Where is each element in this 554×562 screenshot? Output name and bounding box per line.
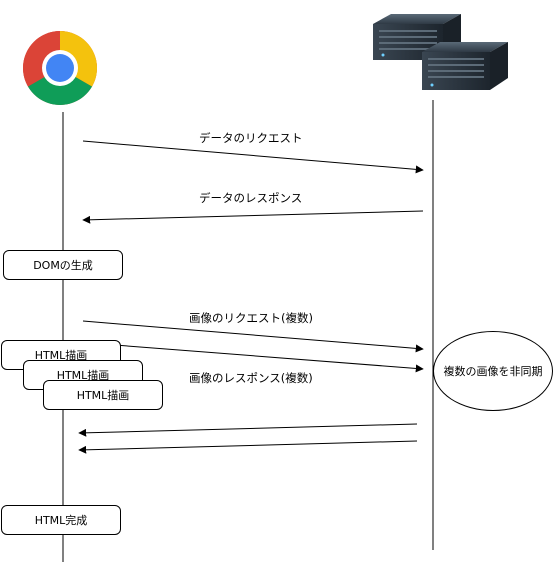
image-request-arrow-2 (62, 340, 424, 373)
data-request-label: データのリクエスト (199, 131, 303, 145)
html-complete-box: HTML完成 (1, 505, 121, 535)
async-images-label: 複数の画像を非同期 (443, 365, 543, 378)
async-images-ellipse: 複数の画像を非同期 (433, 331, 553, 411)
image-request-arrow-1 (82, 320, 424, 353)
html-render-label-3: HTML描画 (76, 389, 130, 402)
html-render-box-3: HTML描画 (43, 380, 163, 410)
data-response-label: データのレスポンス (199, 191, 303, 205)
data-response-arrow (82, 210, 424, 224)
html-render-label-1: HTML描画 (34, 349, 88, 362)
image-response-label: 画像のレスポンス(複数) (189, 371, 313, 385)
server-rack-icon (373, 14, 508, 90)
html-render-label-2: HTML描画 (56, 369, 110, 382)
image-response-arrow-2 (78, 440, 418, 454)
dom-generation-box: DOMの生成 (3, 250, 123, 280)
data-request-arrow (82, 140, 424, 174)
dom-generation-label: DOMの生成 (33, 259, 93, 272)
image-request-label: 画像のリクエスト(複数) (189, 311, 313, 325)
html-complete-label: HTML完成 (34, 514, 88, 527)
chrome-browser-icon (23, 31, 97, 105)
image-response-arrow-1 (78, 423, 418, 437)
